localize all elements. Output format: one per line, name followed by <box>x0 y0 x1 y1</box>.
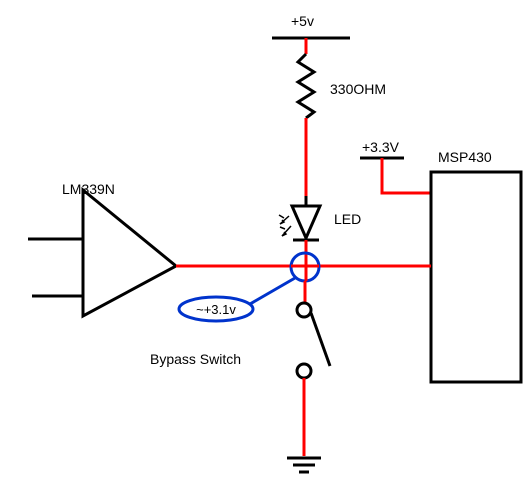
mcu-box <box>429 170 523 384</box>
supply-3v3-label: +3.3V <box>362 139 400 155</box>
comparator-symbol <box>28 186 179 319</box>
resistor-label: 330OHM <box>330 81 386 97</box>
led-label: LED <box>334 211 361 227</box>
switch-label: Bypass Switch <box>150 351 241 367</box>
supply-3v3-symbol <box>360 156 431 195</box>
supply-5v-label: +5v <box>291 13 314 29</box>
probe-voltage-ellipse <box>177 295 255 323</box>
bypass-switch-symbol <box>295 301 332 380</box>
ground-icon <box>287 456 321 474</box>
probe-voltage-label: ~+3.1v <box>196 302 236 317</box>
mcu-label: MSP430 <box>438 149 492 165</box>
supply-5v-symbol <box>272 36 350 54</box>
resistor-symbol <box>295 52 317 120</box>
led-light-rays-icon <box>278 214 292 237</box>
led-symbol <box>278 196 323 242</box>
probe-callout-line <box>249 276 296 306</box>
comparator-label: LM339N <box>62 181 115 197</box>
